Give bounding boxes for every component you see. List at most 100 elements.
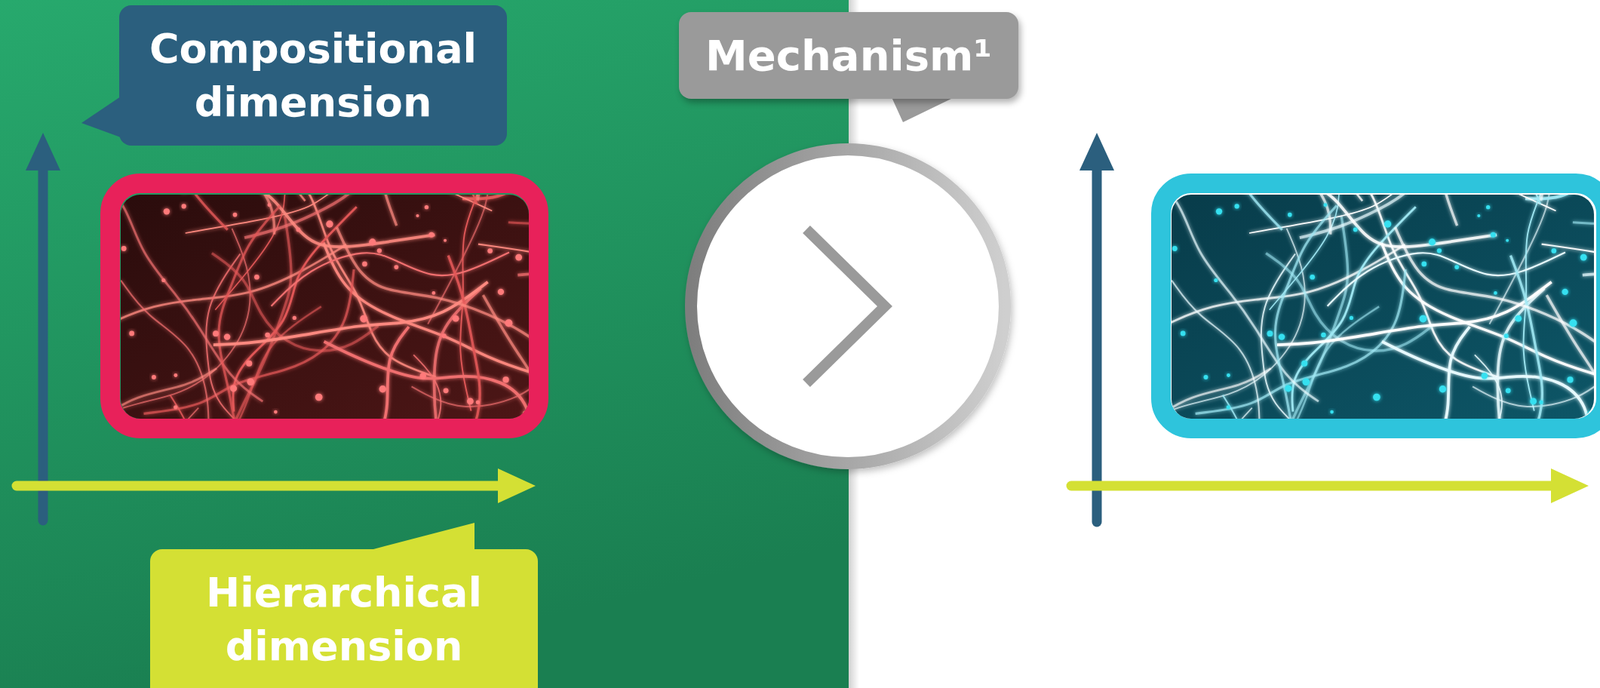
particle [230, 384, 237, 392]
filament [1256, 194, 1363, 201]
filament-network [1171, 194, 1594, 419]
particle [1213, 278, 1218, 283]
axis-arrowhead [1079, 132, 1115, 171]
filament [120, 194, 263, 402]
filament [229, 216, 292, 419]
particle [1372, 393, 1381, 402]
filament [1195, 269, 1407, 414]
particle [1172, 245, 1178, 252]
particle [377, 248, 382, 253]
particle [325, 220, 333, 228]
filament [120, 408, 199, 419]
filament [1525, 194, 1594, 200]
particle [497, 288, 504, 295]
particle [128, 331, 135, 337]
particle [1301, 360, 1308, 367]
particle [1216, 208, 1223, 215]
particle [246, 377, 255, 386]
filament-network [120, 194, 529, 419]
filament [1428, 194, 1513, 226]
particle [1384, 220, 1392, 228]
axis-arrowhead [25, 132, 61, 171]
particle [432, 291, 437, 295]
particle [233, 212, 238, 218]
particle [393, 264, 399, 270]
filament [280, 194, 437, 378]
particle [264, 332, 271, 338]
filament [423, 255, 480, 419]
particle [452, 315, 460, 323]
filament [177, 306, 322, 419]
filament [336, 227, 529, 354]
filament [324, 341, 529, 419]
particle [1329, 410, 1334, 415]
particle [487, 248, 493, 254]
particle [224, 333, 231, 340]
particle [1180, 331, 1186, 337]
particle [1454, 264, 1459, 270]
filament [120, 244, 347, 340]
particle [1505, 239, 1509, 243]
filament [1395, 227, 1594, 354]
filament [271, 252, 510, 307]
particle [173, 405, 178, 409]
horizontal-axis [1071, 481, 1558, 492]
particle [1421, 261, 1427, 268]
filament [1277, 282, 1552, 345]
particle [1580, 254, 1588, 262]
particle [212, 330, 219, 337]
particle [504, 319, 513, 327]
filament [1274, 205, 1336, 419]
vertical-axis [1092, 161, 1103, 523]
filament [283, 354, 441, 419]
particle [163, 208, 170, 215]
image-frame [110, 183, 539, 429]
particle [1550, 248, 1557, 254]
particle [1284, 384, 1292, 392]
particle [1323, 202, 1327, 207]
filament [150, 194, 228, 231]
filament [367, 194, 452, 226]
particle [1309, 274, 1315, 280]
particle [1267, 330, 1274, 337]
filament [1171, 408, 1253, 419]
filament [371, 326, 409, 419]
particle [1477, 214, 1481, 218]
vertical-axis [38, 161, 49, 521]
callout-box: Compositional dimension [119, 5, 507, 146]
particle [267, 202, 272, 207]
particle [1490, 232, 1496, 238]
filament [120, 228, 251, 419]
filament [199, 194, 306, 201]
particle [1234, 203, 1239, 209]
callout-label: Hierarchical dimension [157, 565, 531, 674]
filament [1171, 368, 1272, 419]
filament [1171, 194, 1331, 235]
particle [1353, 227, 1358, 233]
particle [1226, 405, 1231, 409]
filament [353, 194, 488, 201]
filament [1572, 194, 1594, 225]
filament [1345, 354, 1502, 419]
filament [1191, 395, 1253, 419]
transition-circle [690, 149, 1005, 464]
particle [368, 238, 376, 246]
particle [1486, 205, 1490, 209]
particle [1569, 319, 1577, 327]
callout-label: Mechanism¹ [705, 27, 992, 84]
filament [218, 205, 280, 419]
filament [181, 194, 436, 247]
filament [1243, 194, 1497, 247]
particle [161, 278, 166, 283]
axis-arrowhead [1550, 468, 1589, 504]
particle [1349, 316, 1354, 320]
particle [476, 400, 480, 405]
filament [1171, 194, 1319, 402]
chevron-symbol [806, 229, 885, 384]
filament [244, 194, 382, 238]
filament [120, 368, 217, 419]
filament [462, 194, 529, 200]
particle [502, 376, 509, 383]
filament [233, 206, 357, 412]
